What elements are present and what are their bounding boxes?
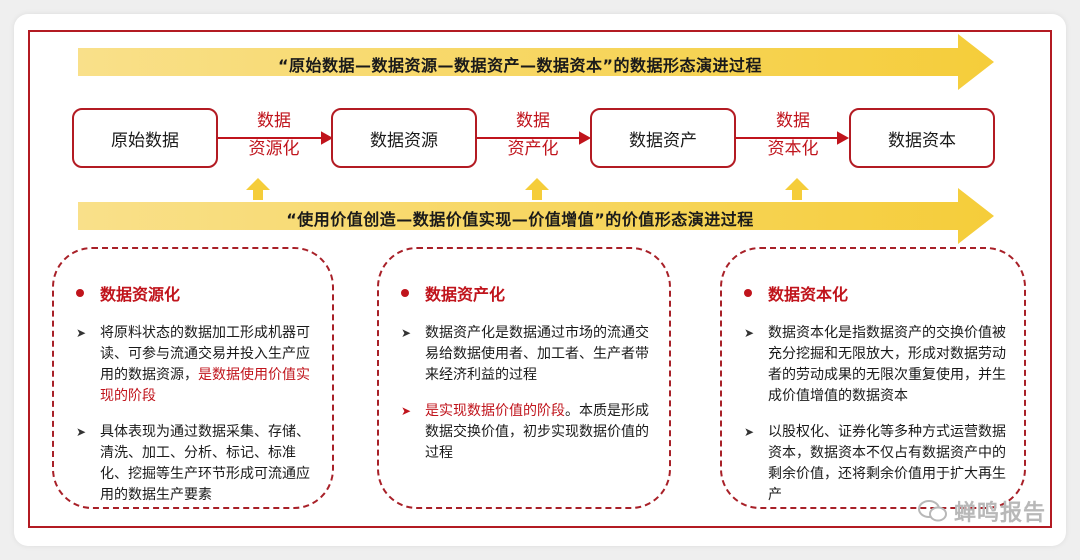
panel-2-title-text: 数据资产化 bbox=[425, 285, 506, 304]
transition-3-line1: 数据 bbox=[776, 111, 810, 131]
panel-1-bullet-1-highlight: 是数据使用价值实现的阶段 bbox=[100, 367, 310, 404]
bullet-dot-icon bbox=[744, 289, 752, 297]
bullet-dot-icon bbox=[76, 289, 84, 297]
panel-2-title: 数据资产化 bbox=[401, 281, 505, 305]
panel-3-bullet-2-text: 以股权化、证券化等多种方式运营数据资本，数据资本不仅占有数据资产中的剩余价值，还… bbox=[768, 424, 1006, 503]
watermark: 蝉鸣报告 bbox=[917, 495, 1046, 527]
panel-1-title-text: 数据资源化 bbox=[100, 285, 181, 304]
stage-data-asset: 数据资产 bbox=[590, 108, 736, 168]
up-arrow-3 bbox=[785, 178, 809, 200]
bottom-banner-title: “使用价值创造—数据价值实现—价值增值”的价值形态演进过程 bbox=[286, 210, 754, 229]
transition-1-line2: 资源化 bbox=[248, 139, 300, 159]
panel-1-title: 数据资源化 bbox=[76, 281, 180, 305]
watermark-text: 蝉鸣报告 bbox=[953, 501, 1046, 526]
wechat-icon bbox=[917, 500, 947, 522]
chevron-right-icon: ➤ bbox=[401, 404, 412, 418]
panel-3-title-text: 数据资本化 bbox=[768, 285, 849, 304]
transition-label-2: 数据 资产化 bbox=[488, 107, 578, 163]
panel-data-assetization: 数据资产化 ➤ 数据资产化是数据通过市场的流通交易给数据使用者、加工者、生产者带… bbox=[377, 247, 671, 509]
panel-2-bullet-1-text: 数据资产化是数据通过市场的流通交易给数据使用者、加工者、生产者带来经济利益的过程 bbox=[425, 325, 649, 383]
panel-1-bullet-2-text: 具体表现为通过数据采集、存储、清洗、加工、分析、标记、标准化、挖掘等生产环节形成… bbox=[100, 424, 310, 503]
panel-2-bullet-1: ➤ 数据资产化是数据通过市场的流通交易给数据使用者、加工者、生产者带来经济利益的… bbox=[399, 323, 651, 386]
transition-2-line1: 数据 bbox=[516, 111, 550, 131]
bottom-banner-arrow bbox=[78, 188, 994, 244]
bullet-dot-icon bbox=[401, 289, 409, 297]
chevron-right-icon: ➤ bbox=[744, 326, 755, 340]
chevron-right-icon: ➤ bbox=[744, 425, 755, 439]
stage-data-resource: 数据资源 bbox=[331, 108, 477, 168]
transition-1-line1: 数据 bbox=[257, 111, 291, 131]
panel-2-bullet-2: ➤ 是实现数据价值的阶段。本质是形成数据交换价值，初步实现数据价值的过程 bbox=[399, 401, 651, 464]
up-arrow-2 bbox=[525, 178, 549, 200]
up-arrow-1 bbox=[246, 178, 270, 200]
transition-label-3: 数据 资本化 bbox=[748, 107, 838, 163]
chevron-right-icon: ➤ bbox=[76, 326, 87, 340]
panel-2-bullet-2-text: 。本质是形成数据交换价值，初步实现数据价值的过程 bbox=[425, 403, 649, 461]
panel-1-bullet-1-text: 将原料状态的数据加工形成机器可读、可参与流通交易并投入生产应用的数据资源， bbox=[100, 325, 310, 383]
transition-label-1: 数据 资源化 bbox=[229, 107, 319, 163]
panel-2-bullet-2-highlight: 是实现数据价值的阶段 bbox=[425, 403, 565, 419]
panel-data-resourcization: 数据资源化 ➤ 将原料状态的数据加工形成机器可读、可参与流通交易并投入生产应用的… bbox=[52, 247, 334, 509]
transition-2-line2: 资产化 bbox=[507, 139, 559, 159]
transition-3-line2: 资本化 bbox=[767, 139, 819, 159]
top-banner-title: “原始数据—数据资源—数据资产—数据资本”的数据形态演进过程 bbox=[277, 56, 763, 75]
panel-3-bullet-1-text: 数据资本化是指数据资产的交换价值被充分挖掘和无限放大，形成对数据劳动者的劳动成果… bbox=[768, 325, 1006, 404]
chevron-right-icon: ➤ bbox=[76, 425, 87, 439]
chevron-right-icon: ➤ bbox=[401, 326, 412, 340]
panel-3-bullet-1: ➤ 数据资本化是指数据资产的交换价值被充分挖掘和无限放大，形成对数据劳动者的劳动… bbox=[742, 323, 1006, 407]
panel-1-bullet-2: ➤ 具体表现为通过数据采集、存储、清洗、加工、分析、标记、标准化、挖掘等生产环节… bbox=[74, 422, 314, 506]
panel-3-bullet-2: ➤ 以股权化、证券化等多种方式运营数据资本，数据资本不仅占有数据资产中的剩余价值… bbox=[742, 422, 1006, 506]
stage-raw-data: 原始数据 bbox=[72, 108, 218, 168]
figure-card bbox=[14, 14, 1066, 546]
stage-data-capital: 数据资本 bbox=[849, 108, 995, 168]
panel-3-title: 数据资本化 bbox=[744, 281, 848, 305]
figure-frame bbox=[28, 30, 1052, 528]
top-banner-arrow bbox=[78, 34, 994, 90]
panel-data-capitalization: 数据资本化 ➤ 数据资本化是指数据资产的交换价值被充分挖掘和无限放大，形成对数据… bbox=[720, 247, 1026, 509]
panel-1-bullet-1: ➤ 将原料状态的数据加工形成机器可读、可参与流通交易并投入生产应用的数据资源，是… bbox=[74, 323, 314, 407]
